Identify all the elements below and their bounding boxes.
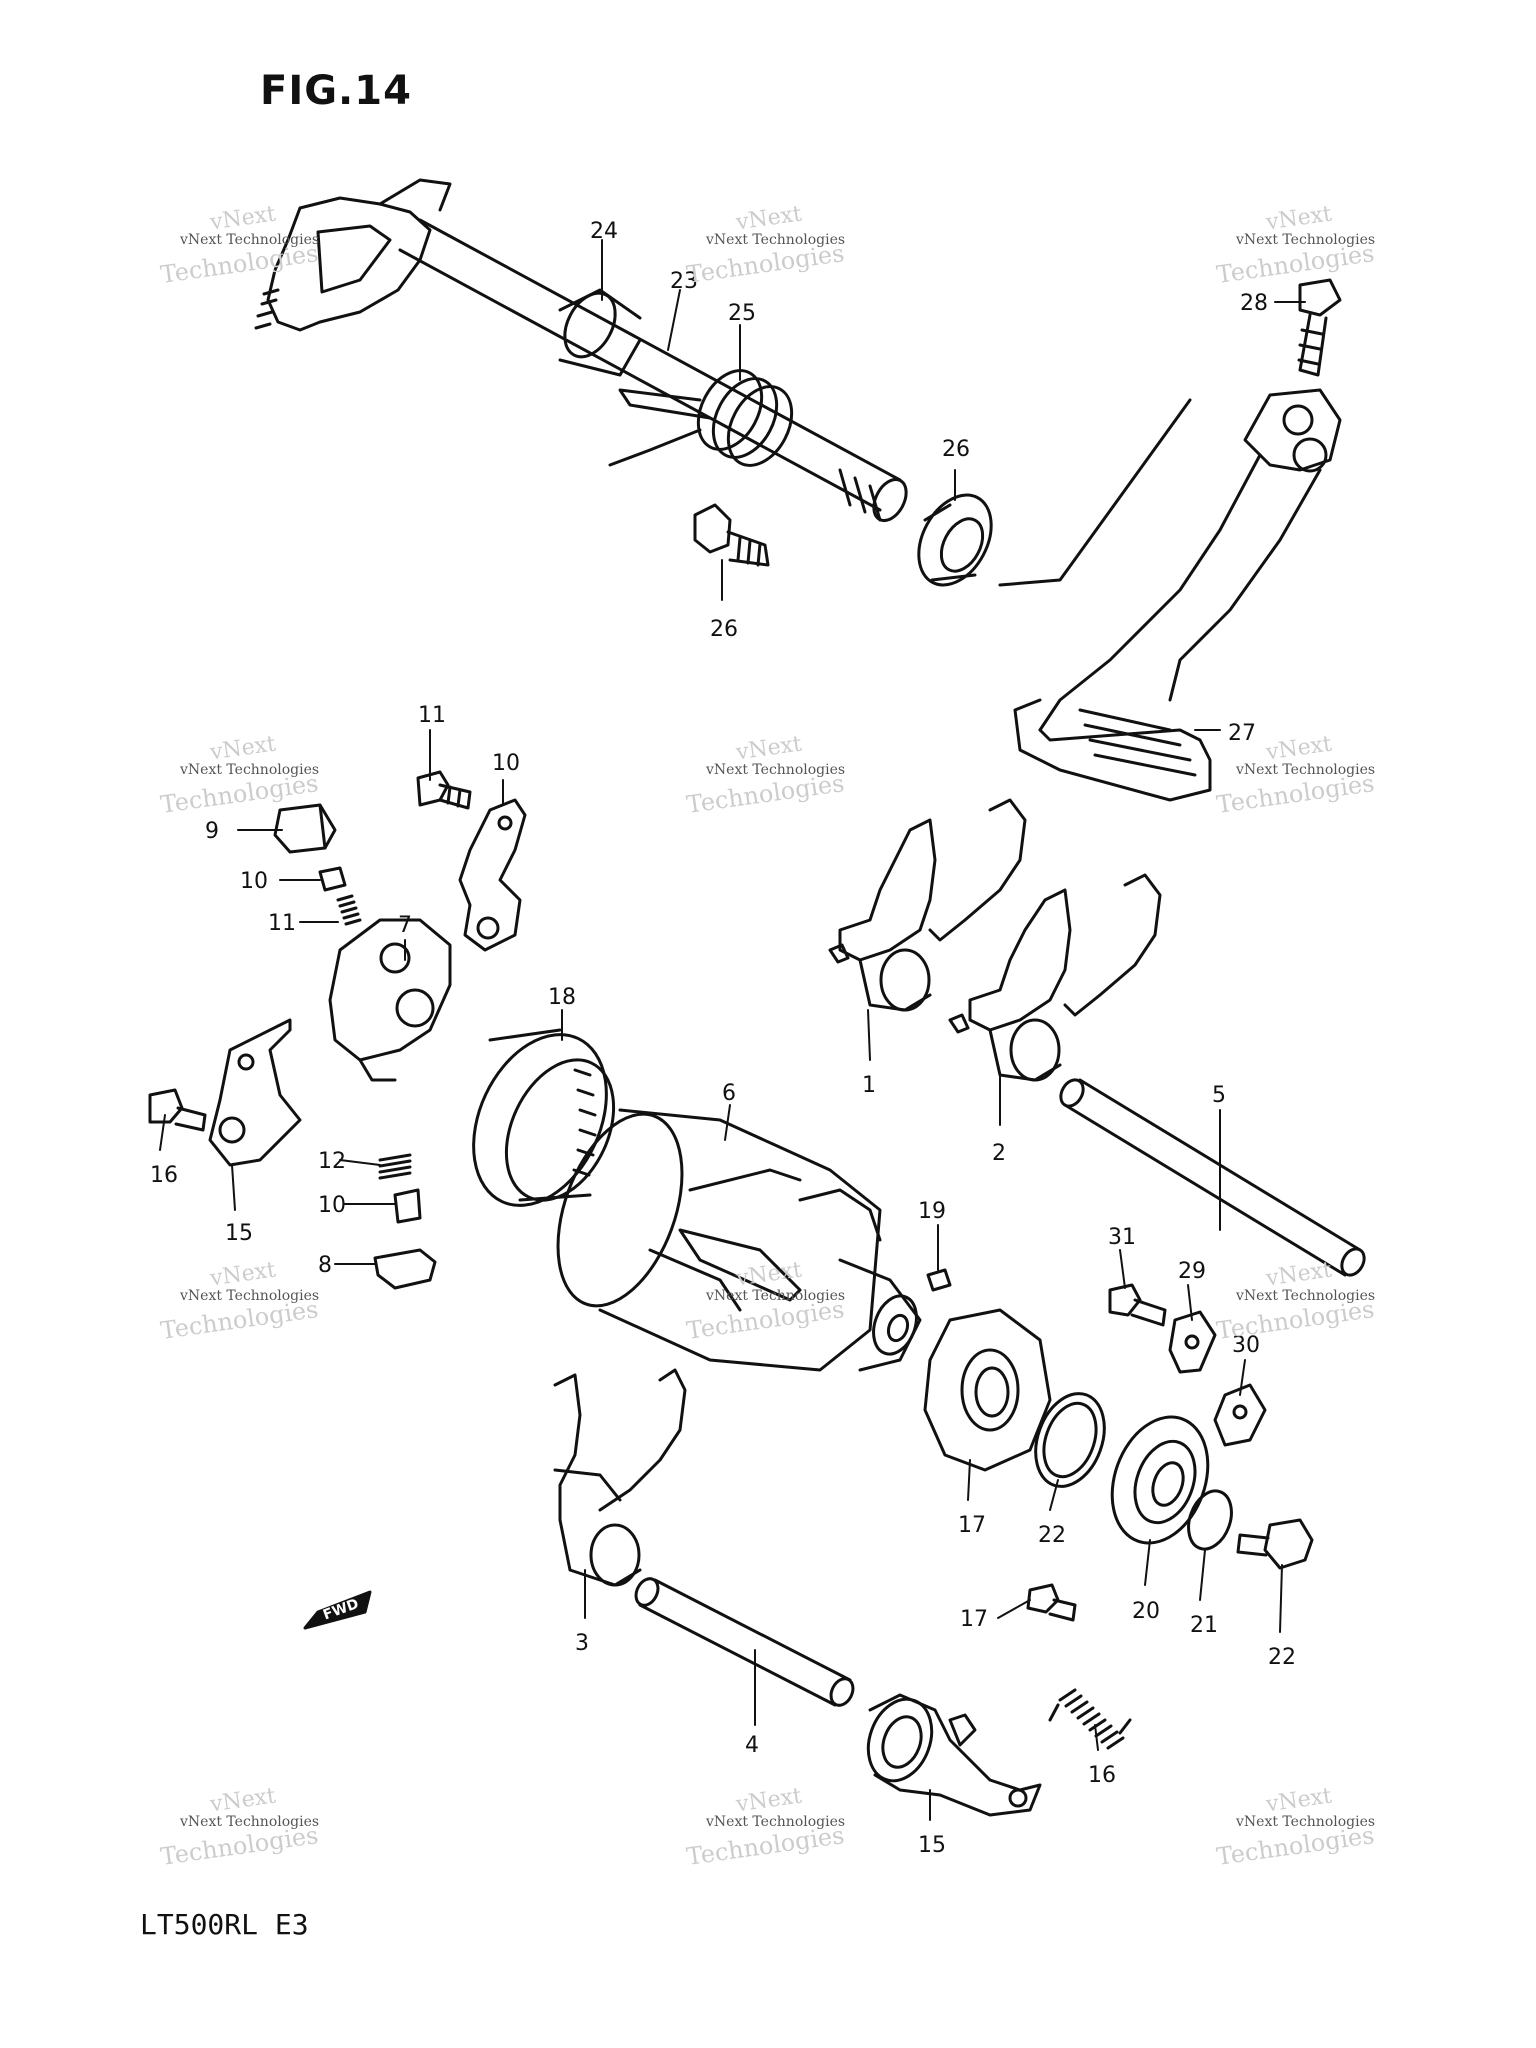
- callout-16: 15: [918, 1833, 946, 1858]
- gearshift-arm-16: [866, 1693, 1042, 1817]
- callout-17: 16: [1088, 1763, 1116, 1788]
- callout-11-top: 11: [268, 911, 296, 936]
- callout-22: 20: [1132, 1599, 1160, 1624]
- callout-leader-lines: [159, 239, 1306, 1821]
- callout-27: 31: [1108, 1225, 1136, 1250]
- callout-9: 9: [205, 819, 219, 844]
- bolt-23: [1236, 1518, 1314, 1570]
- callout-5: 5: [1212, 1083, 1226, 1108]
- gearshift-fork-3: [553, 1368, 687, 1587]
- callout-28: 23: [670, 269, 698, 294]
- washer-24: [1187, 1489, 1233, 1551]
- gearshift-cam-driven-gear-19: [923, 1308, 1052, 1472]
- washer-25: [1034, 1392, 1106, 1488]
- callout-18: 17: [960, 1607, 988, 1632]
- callout-26-top: 29: [1178, 1259, 1206, 1284]
- spring-17: [1048, 1688, 1132, 1750]
- callout-32: 26: [942, 437, 970, 462]
- callout-8: 8: [318, 1253, 332, 1278]
- gearshift-cam-drum-6: [472, 1028, 922, 1372]
- bolt-18: [1026, 1583, 1077, 1622]
- callout-3: 3: [575, 1631, 589, 1656]
- callout-11-bottom: 12: [318, 1149, 346, 1174]
- callout-25: 22: [1038, 1523, 1066, 1548]
- callout-12: 15: [225, 1221, 253, 1246]
- callout-2: 2: [992, 1141, 1006, 1166]
- callout-26-bottom: 30: [1232, 1333, 1260, 1358]
- bolt-31: [693, 503, 770, 567]
- screw-27: [1108, 1283, 1167, 1327]
- gearshift-shaft: [254, 178, 908, 523]
- callout-19: 17: [958, 1513, 986, 1538]
- callout-23: 22: [1268, 1645, 1296, 1670]
- fork-shaft-4: [634, 1577, 855, 1707]
- callout-31: 26: [710, 617, 738, 642]
- callout-7: 7: [398, 913, 412, 938]
- oil-seal-32: [917, 493, 993, 587]
- callout-1: 1: [862, 1073, 876, 1098]
- pin-20: [926, 1268, 952, 1292]
- callout-21: 18: [548, 985, 576, 1010]
- figure-title: FIG.14: [260, 68, 412, 114]
- callout-30: 25: [728, 301, 756, 326]
- gearshift-lever-33: [998, 278, 1342, 802]
- model-code: LT500RL E3: [140, 1908, 309, 1941]
- callout-13: 16: [150, 1163, 178, 1188]
- callout-10-top: 10: [240, 869, 268, 894]
- callout-labels: 24 23 25 26 26 27 28 11 10 9 10 11 7 18 …: [150, 219, 1296, 1858]
- callout-6: 6: [722, 1081, 736, 1106]
- gearshift-fork-1: [828, 798, 1027, 1012]
- gear-shift-cam-stopper-group: [148, 770, 527, 1290]
- callout-14: 10: [492, 751, 520, 776]
- callout-10-bottom: 10: [318, 1193, 346, 1218]
- plate-26: [1168, 1310, 1267, 1447]
- callout-33: 27: [1228, 721, 1256, 746]
- callout-4: 4: [745, 1733, 759, 1758]
- forward-arrow-icon: [303, 1590, 372, 1630]
- callout-15: 11: [418, 703, 446, 728]
- callout-20: 19: [918, 1199, 946, 1224]
- gearshift-fork-2: [948, 873, 1162, 1082]
- callout-29: 24: [590, 219, 618, 244]
- callout-34: 28: [1240, 291, 1268, 316]
- bearing-22: [1110, 1415, 1210, 1545]
- callout-24: 21: [1190, 1613, 1218, 1638]
